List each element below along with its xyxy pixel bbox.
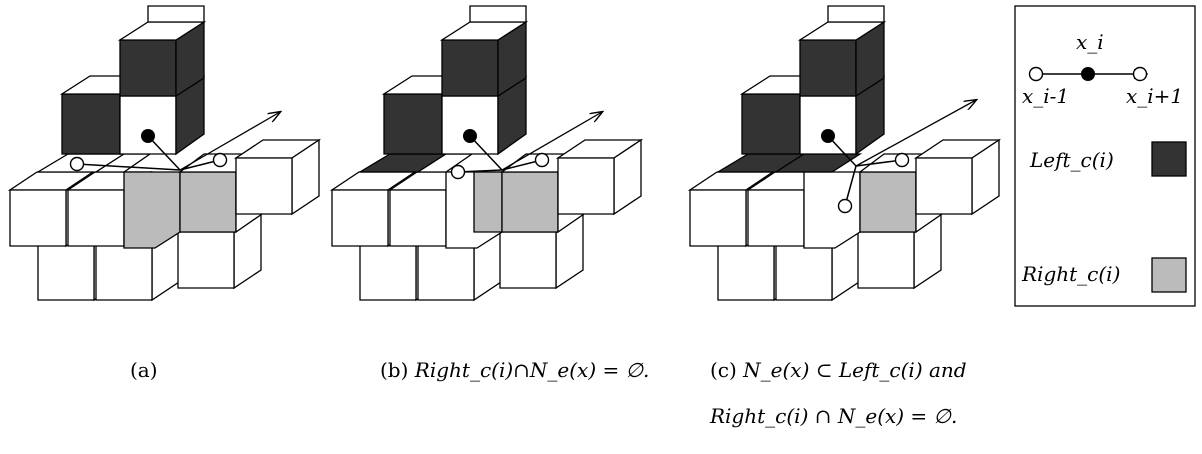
right-cell bbox=[860, 172, 916, 232]
panel-a-structure bbox=[10, 6, 319, 300]
caption-c-line1: N_e(x) ⊂ Left_c(i) and bbox=[743, 358, 966, 382]
legend-xprev-text: x_i-1 bbox=[1022, 84, 1069, 108]
legend-xi-text: x_i bbox=[1076, 30, 1104, 54]
legend-left-label: Left_c(i) bbox=[1030, 148, 1114, 172]
left-cell bbox=[384, 94, 442, 154]
legend-right-swatch bbox=[1152, 258, 1186, 292]
left-cell bbox=[120, 40, 176, 96]
left-cell bbox=[800, 40, 856, 96]
vertex-next bbox=[896, 154, 909, 167]
vertex-current bbox=[463, 129, 477, 143]
legend-right-text: Right_c(i) bbox=[1022, 262, 1120, 286]
right-cell bbox=[474, 172, 502, 232]
right-cell bbox=[502, 172, 558, 232]
caption-a-label: (a) bbox=[130, 358, 158, 382]
legend-left-swatch bbox=[1152, 142, 1186, 176]
left-cell bbox=[62, 94, 120, 154]
vertex-prev bbox=[839, 200, 852, 213]
right-cell bbox=[180, 172, 236, 232]
vertex-current bbox=[141, 129, 155, 143]
caption-c: (c) N_e(x) ⊂ Left_c(i) and bbox=[710, 358, 967, 382]
caption-c-line2: Right_c(i) ∩ N_e(x) = ∅. bbox=[710, 404, 957, 428]
legend-xnext-text: x_i+1 bbox=[1126, 84, 1183, 108]
legend-current-dot bbox=[1081, 67, 1095, 81]
vertex-prev bbox=[71, 158, 84, 171]
caption-a: (a) bbox=[130, 358, 158, 382]
vertex-prev bbox=[452, 166, 465, 179]
right-cell bbox=[124, 172, 180, 248]
caption-c-line2-wrap: Right_c(i) ∩ N_e(x) = ∅. bbox=[710, 404, 957, 428]
vertex-next bbox=[536, 154, 549, 167]
legend-prev-dot bbox=[1030, 68, 1043, 81]
caption-b-math: Right_c(i)∩N_e(x) = ∅. bbox=[415, 358, 650, 382]
legend-right-label: Right_c(i) bbox=[1022, 262, 1120, 286]
legend-xnext-label: x_i+1 bbox=[1126, 84, 1183, 108]
panel-b-structure bbox=[332, 6, 641, 300]
caption-c-label: (c) bbox=[710, 358, 737, 382]
left-cell bbox=[742, 94, 800, 154]
legend-xprev-label: x_i-1 bbox=[1022, 84, 1069, 108]
left-cell bbox=[442, 40, 498, 96]
vertex-current bbox=[821, 129, 835, 143]
legend-left-text: Left_c(i) bbox=[1030, 148, 1114, 172]
caption-b: (b) Right_c(i)∩N_e(x) = ∅. bbox=[380, 358, 649, 382]
caption-b-label: (b) bbox=[380, 358, 408, 382]
legend-next-dot bbox=[1134, 68, 1147, 81]
legend-xi-label: x_i bbox=[1076, 30, 1104, 54]
panel-c-structure bbox=[690, 6, 999, 300]
vertex-next bbox=[214, 154, 227, 167]
